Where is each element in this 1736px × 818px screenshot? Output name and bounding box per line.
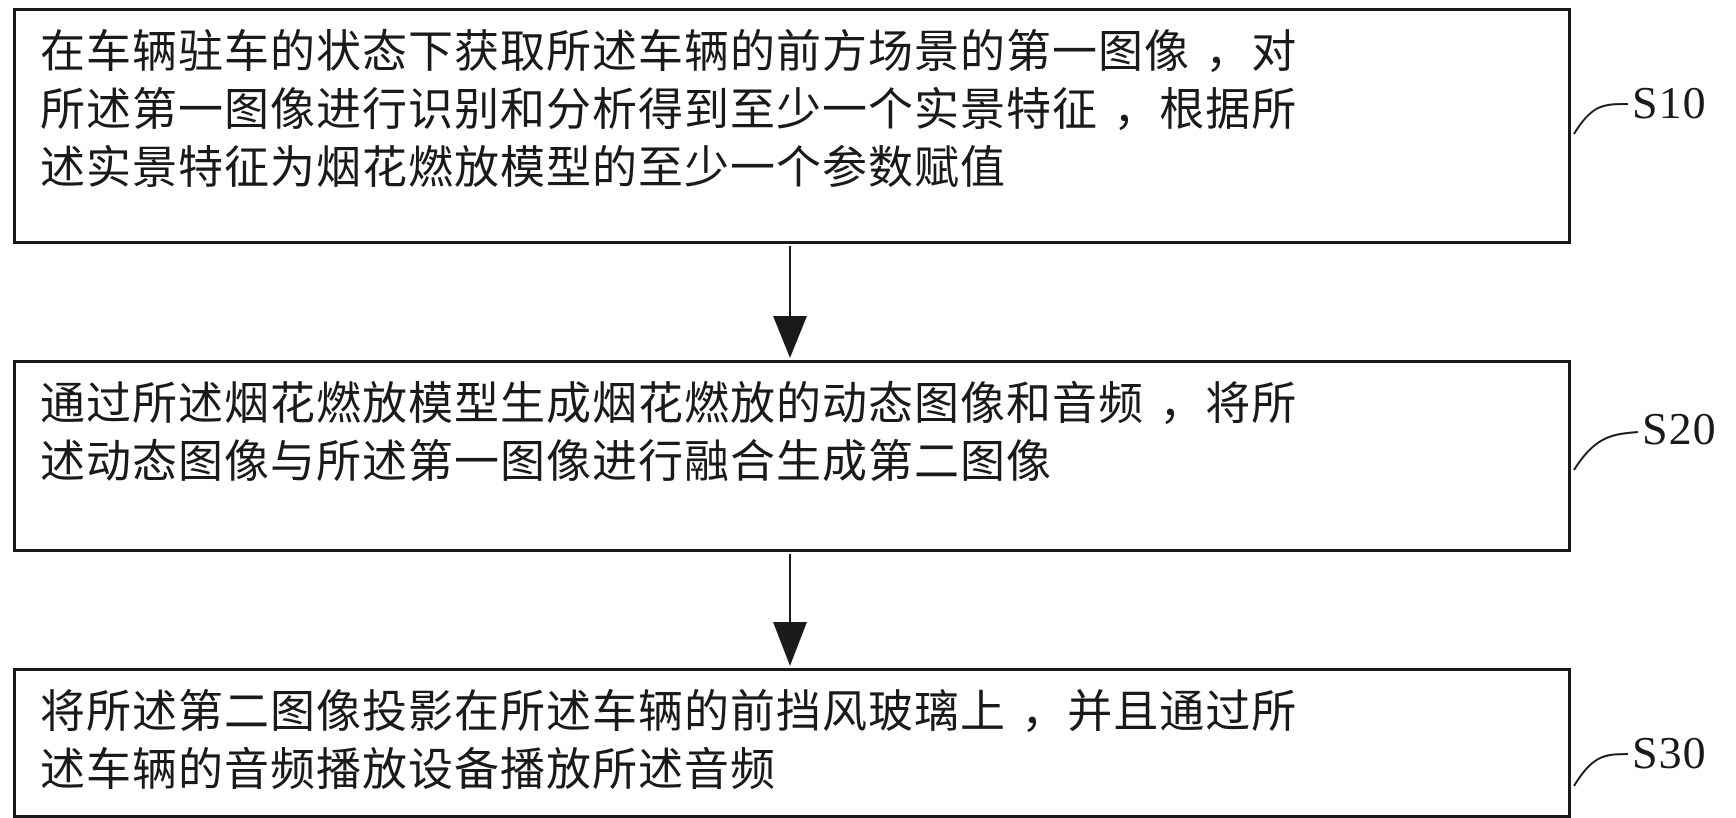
step-label-s20: S20 bbox=[1642, 403, 1717, 454]
arrow-s20-to-s30 bbox=[773, 554, 807, 666]
leader-s20 bbox=[1573, 431, 1639, 471]
step-box-s20: 通过所述烟花燃放模型生成烟花燃放的动态图像和音频 ，将所 述动态图像与所述第一图… bbox=[13, 360, 1571, 552]
step-text-s30: 将所述第二图像投影在所述车辆的前挡风玻璃上 ，并且通过所 述车辆的音频播放设备播… bbox=[40, 685, 1298, 796]
step-text-s10: 在车辆驻车的状态下获取所述车辆的前方场景的第一图像 ，对 所述第一图像进行识别和… bbox=[40, 25, 1298, 194]
leader-s10 bbox=[1573, 103, 1629, 135]
arrow-s10-to-s20 bbox=[773, 246, 807, 358]
leader-s30 bbox=[1573, 753, 1629, 787]
step-text-s20: 通过所述烟花燃放模型生成烟花燃放的动态图像和音频 ，将所 述动态图像与所述第一图… bbox=[40, 377, 1298, 488]
step-label-s10: S10 bbox=[1632, 77, 1707, 128]
step-box-s10: 在车辆驻车的状态下获取所述车辆的前方场景的第一图像 ，对 所述第一图像进行识别和… bbox=[13, 8, 1571, 244]
step-box-s30: 将所述第二图像投影在所述车辆的前挡风玻璃上 ，并且通过所 述车辆的音频播放设备播… bbox=[13, 668, 1571, 818]
step-label-s30: S30 bbox=[1632, 727, 1707, 778]
